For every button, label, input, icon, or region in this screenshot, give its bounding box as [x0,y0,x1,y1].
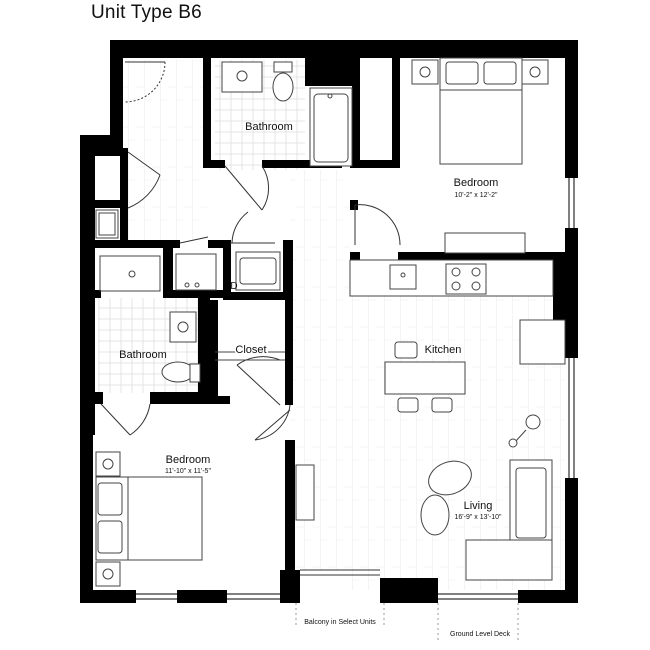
flooring [98,60,565,590]
living-dims: 16'-9" x 13'-10" [455,514,502,521]
balcony-label: Balcony in Select Units [304,619,376,626]
deck-label: Ground Level Deck [450,631,510,638]
washer-dryer-label: D [230,281,237,292]
bathroom-left-fixtures [95,209,285,383]
bathroom-top-fixtures [221,61,353,167]
windows [136,58,575,600]
kitchen-label: Kitchen [425,344,462,356]
balcony-outline [295,603,519,640]
closet-label: Closet [235,344,266,356]
bedroom-left-label: Bedroom [166,454,211,466]
bathroom-left-label: Bathroom [119,349,167,361]
doors [100,61,401,576]
bedroom-top-furniture [411,57,549,254]
walls [80,40,578,603]
kitchen-fixtures [349,259,566,448]
page-title: Unit Type B6 [91,2,202,23]
bathroom-top-label: Bathroom [245,121,293,133]
living-furniture [295,459,553,581]
bedroom-top-dims: 10'-2" x 12'-2" [454,192,498,199]
bedroom-left-dims: 11'-10" x 11'-5" [165,468,211,475]
living-label: Living [464,500,493,512]
bedroom-top-label: Bedroom [454,177,499,189]
bedroom-left-furniture [95,451,203,587]
